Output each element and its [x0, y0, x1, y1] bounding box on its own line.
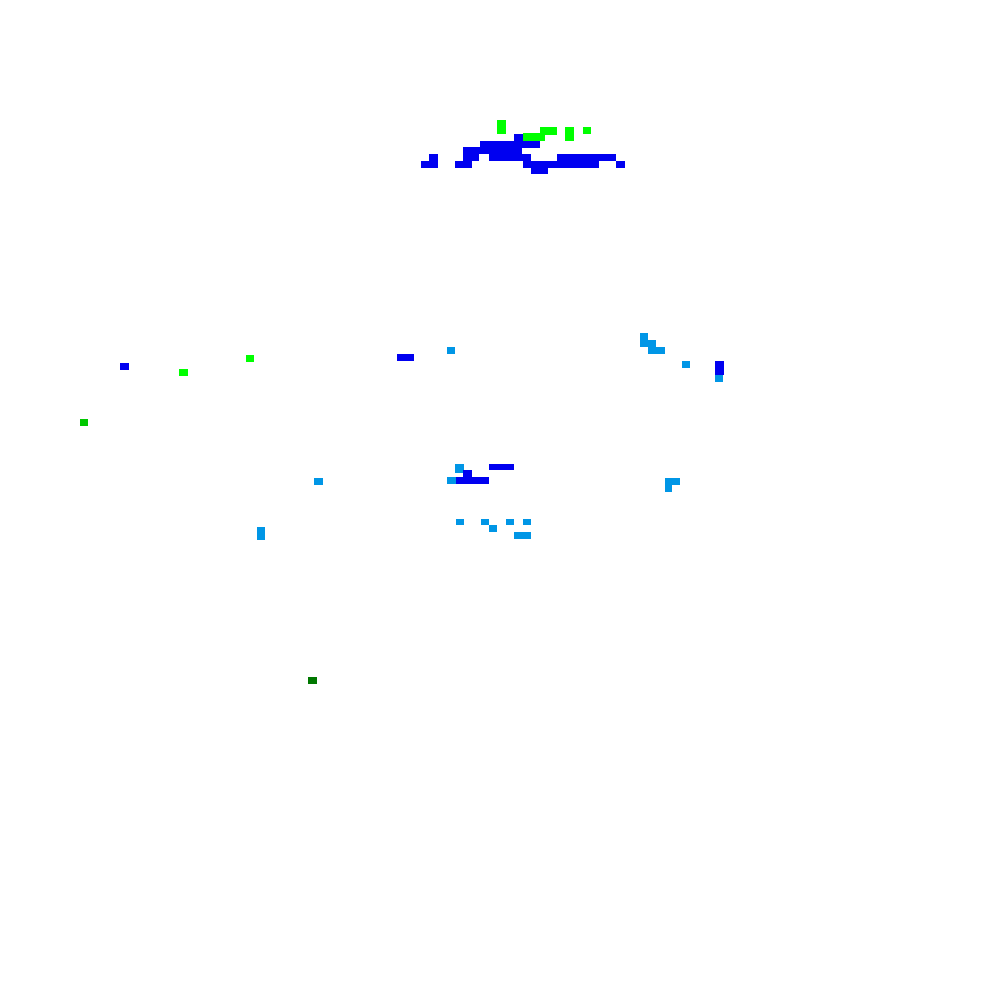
precip-cell-green [80, 419, 88, 426]
precip-cell-dark-blue [455, 161, 472, 168]
precip-cell-light-blue [640, 333, 648, 340]
precip-cell-lime [246, 355, 254, 362]
precip-cell-lime [179, 369, 188, 376]
precip-cell-light-blue [506, 519, 514, 525]
precip-cell-light-blue [455, 464, 464, 473]
precip-cell-dark-blue [489, 464, 514, 470]
precip-cell-dark-blue [531, 167, 548, 174]
precip-cell-dark-blue [715, 361, 724, 375]
precip-cell-dark-blue [480, 141, 540, 148]
precip-cell-dark-green [308, 677, 317, 684]
precip-cell-lime [583, 127, 591, 134]
precip-cell-light-blue [715, 375, 723, 382]
precip-cell-light-blue [665, 478, 680, 485]
precip-cell-light-blue [640, 340, 656, 347]
precip-cell-light-blue [447, 477, 456, 484]
precip-cell-dark-blue [616, 161, 625, 168]
precip-cell-dark-blue [463, 470, 472, 477]
precip-cell-lime [497, 120, 506, 134]
precip-cell-dark-blue [463, 154, 479, 161]
precip-cell-dark-blue [489, 154, 531, 161]
precip-cell-light-blue [665, 485, 672, 492]
precip-cell-light-blue [682, 361, 690, 368]
precip-cell-lime [565, 127, 574, 141]
precip-cell-light-blue [481, 519, 489, 525]
precip-cell-dark-blue [523, 161, 599, 168]
precip-cell-dark-blue [120, 363, 129, 370]
precip-cell-dark-blue [421, 161, 438, 168]
precip-cell-light-blue [489, 525, 497, 532]
precip-cell-dark-blue [397, 354, 414, 361]
precip-cell-light-blue [523, 519, 531, 525]
precip-cell-light-blue [257, 527, 265, 540]
precip-cell-dark-blue [463, 147, 522, 154]
precip-cell-dark-blue [455, 477, 489, 484]
precip-cell-dark-blue [557, 154, 616, 161]
precip-cell-light-blue [314, 478, 323, 485]
precip-cell-lime [523, 133, 545, 141]
precip-cell-light-blue [456, 519, 464, 525]
precip-cell-dark-blue [514, 134, 523, 141]
precip-cell-dark-blue [429, 154, 438, 161]
precip-cell-light-blue [514, 532, 531, 539]
precip-cell-light-blue [648, 347, 665, 354]
precip-cell-lime [540, 127, 557, 135]
precip-cell-light-blue [447, 347, 455, 354]
